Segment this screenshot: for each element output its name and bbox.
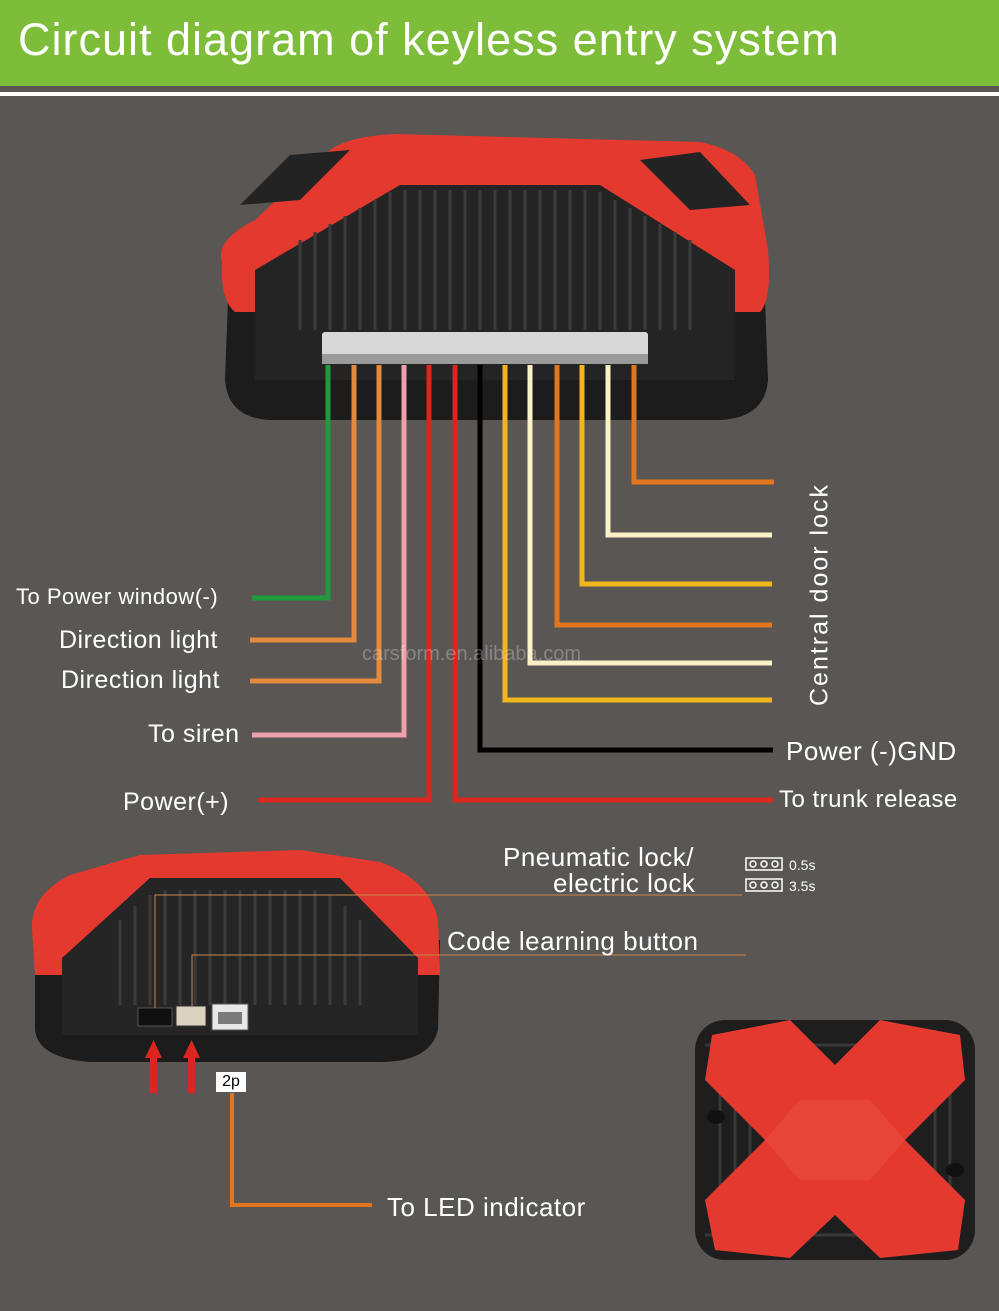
jumper-icon-35: [745, 878, 783, 892]
label-power-plus: Power(+): [123, 788, 230, 816]
module-heatsink-top-left: [240, 150, 350, 205]
label-siren: To siren: [148, 720, 240, 748]
leader-code-learning: [191, 954, 746, 1006]
leader-pneumatic-lock: [154, 894, 742, 1008]
main-control-module: [220, 134, 769, 420]
label-electric-lock: electric lock: [553, 868, 696, 898]
label-power-window: To Power window(-): [16, 584, 219, 609]
arrow-shaft-1: [150, 1055, 157, 1093]
wire-gnd: [477, 365, 773, 753]
label-trunk-release: To trunk release: [779, 786, 958, 813]
side-view-module: [31, 850, 441, 1062]
mount-hole-left: [707, 1110, 725, 1124]
wire-led-indicator: [230, 1093, 372, 1207]
top-view-center-face: [765, 1100, 905, 1180]
module-heatsink-fins: [298, 190, 692, 330]
wire-trunk-release: [452, 365, 773, 803]
red-arrows: [145, 1040, 200, 1093]
wire-direction-light-1: [250, 365, 357, 643]
label-central-door-lock: Central door lock: [805, 483, 834, 706]
wire-door-lock-4: [554, 365, 772, 628]
title-underline: [0, 92, 999, 96]
arrow-head-1: [145, 1040, 162, 1058]
wire-door-lock-3: [579, 365, 772, 587]
arrow-shaft-2: [188, 1055, 195, 1093]
module-heatsink-top-right: [640, 152, 750, 210]
wire-door-lock-6: [502, 365, 772, 703]
wire-power-window: [252, 365, 331, 601]
wire-direction-light-2: [250, 365, 382, 684]
mount-hole-right: [946, 1163, 964, 1177]
wires: [250, 365, 774, 803]
wire-power-plus: [258, 365, 432, 803]
label-direction-light-2: Direction light: [61, 666, 220, 694]
top-view-module: [695, 1020, 975, 1260]
wire-siren: [252, 365, 407, 738]
led-2p-connector-socket: [218, 1012, 242, 1024]
module-connector-shadow: [322, 354, 648, 364]
label-code-learning: Code learning button: [447, 926, 699, 956]
code-learning-button: [175, 1005, 207, 1027]
label-power-gnd: Power (-)GND: [786, 736, 957, 766]
label-pneumatic-lock: Pneumatic lock/: [503, 842, 695, 872]
wire-door-lock-2: [605, 365, 772, 538]
arrow-head-2: [183, 1040, 200, 1058]
label-jumper-35: 3.5s: [789, 878, 816, 894]
label-led-indicator: To LED indicator: [387, 1192, 586, 1222]
wire-door-lock-1: [631, 365, 774, 485]
page-title: Circuit diagram of keyless entry system: [18, 14, 840, 65]
title-banner: [0, 0, 999, 86]
watermark: carsform.en.alibaba.com: [362, 643, 581, 665]
wire-door-lock-5: [527, 365, 772, 666]
jumper-slot: [137, 1007, 173, 1027]
jumper-icon-05: [745, 857, 783, 871]
label-2p-connector: 2p: [216, 1072, 246, 1092]
jumper-icons: [745, 857, 783, 892]
label-direction-light-1: Direction light: [59, 626, 218, 654]
leader-lines: [154, 894, 746, 1008]
label-jumper-05: 0.5s: [789, 857, 816, 873]
side-module-fins: [118, 890, 362, 1005]
